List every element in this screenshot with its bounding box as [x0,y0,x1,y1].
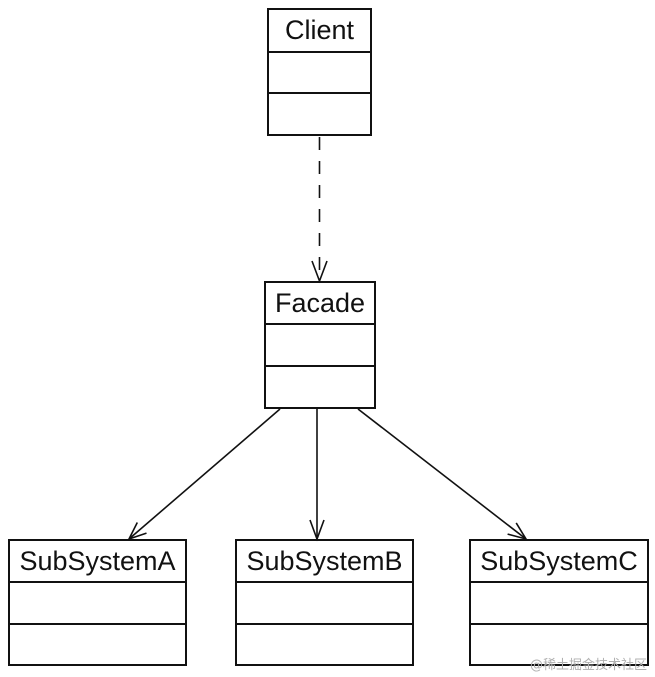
class-subsystem-a-name: SubSystemA [19,546,175,576]
dependency-arrowhead [311,260,328,284]
association-facade-subsystem-b [309,409,325,542]
class-subsystem-a[interactable]: SubSystemA [8,539,187,666]
class-subsystem-c-name: SubSystemC [480,546,638,576]
association-facade-subsystem-a [127,408,281,541]
association-arrowhead-b [309,519,325,542]
association-arrowhead-c [507,522,528,541]
dependency-client-facade [311,137,328,284]
class-subsystem-b-name: SubSystemB [246,546,402,576]
association-arrowhead-a [127,522,147,541]
class-subsystem-b[interactable]: SubSystemB [235,539,414,666]
class-client-box [267,8,372,136]
class-subsystem-b-box [235,539,414,666]
class-facade-box [264,281,376,409]
class-client[interactable]: Client [267,8,372,136]
association-line-c [357,408,527,540]
class-subsystem-c[interactable]: SubSystemC [469,539,649,666]
watermark-text: @稀土掘金技术社区 [529,658,647,673]
association-line-a [128,408,281,540]
class-subsystem-a-box [8,539,187,666]
class-facade-name: Facade [275,288,365,318]
class-client-name: Client [285,15,355,45]
class-facade[interactable]: Facade [264,281,376,409]
association-facade-subsystem-c [357,408,528,541]
class-subsystem-c-box [469,539,649,666]
